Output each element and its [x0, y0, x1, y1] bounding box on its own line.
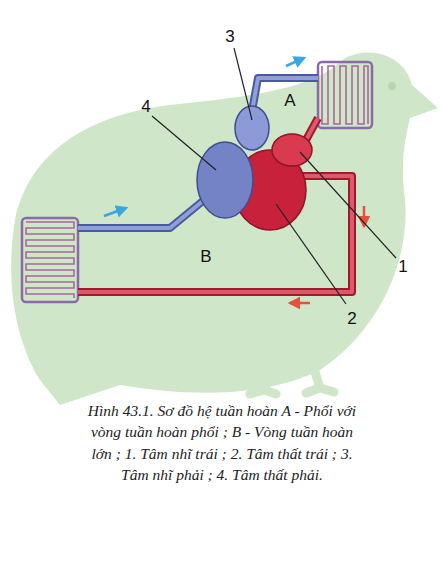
callout-label: 2 [347, 310, 356, 327]
callout-label: A [284, 92, 295, 109]
bird-silhouette [11, 52, 438, 405]
figure-caption: Hình 43.1. Sơ đồ hệ tuần hoàn A - Phổi v… [82, 400, 362, 486]
body-capillaries [22, 218, 78, 302]
callout-label: 4 [141, 98, 150, 115]
bird-legs [250, 362, 334, 394]
leader-lines [152, 48, 396, 304]
callout-label: 3 [225, 28, 234, 45]
flow-arrows [104, 58, 364, 303]
bird-eye [388, 82, 396, 90]
blood-vessels [78, 78, 352, 292]
lung-capillaries [318, 62, 372, 128]
callout-label: 1 [398, 258, 407, 275]
callout-label: B [200, 248, 211, 265]
